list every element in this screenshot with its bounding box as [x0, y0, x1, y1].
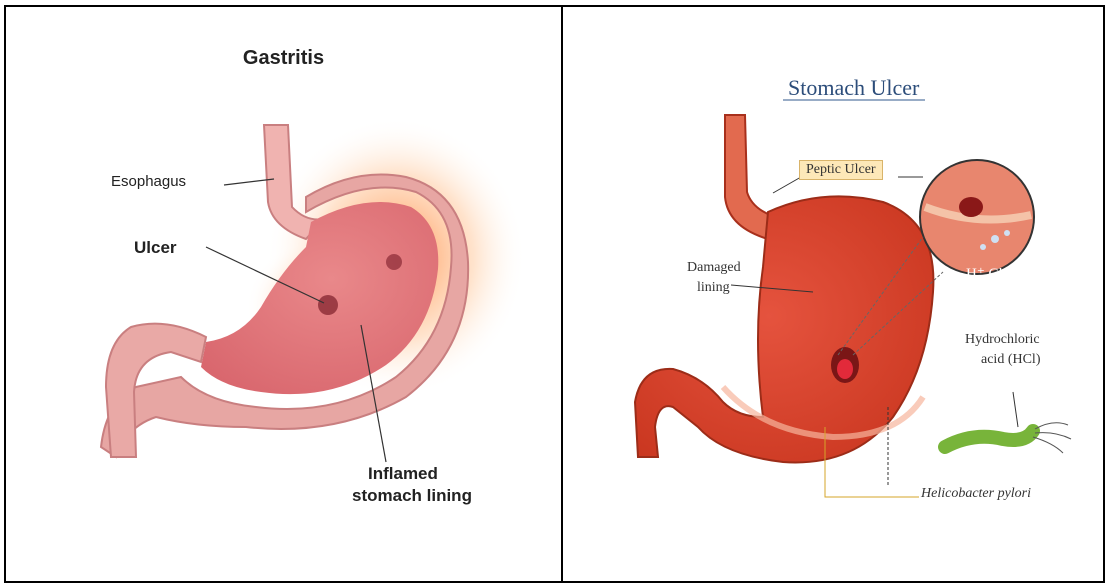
hcl-label-line1: Hydrochloric — [965, 331, 1040, 349]
damaged-label-line1: Damaged — [687, 259, 741, 277]
inflamed-label-line1: Inflamed — [368, 463, 438, 484]
ulcer-spot — [318, 295, 338, 315]
acid-bubble-2 — [1004, 230, 1010, 236]
gastritis-illustration — [6, 7, 561, 581]
gastritis-title: Gastritis — [6, 47, 561, 70]
inflamed-label-line2: stomach lining — [352, 485, 472, 506]
hcl-label-line2: acid (HCl) — [981, 351, 1040, 369]
ulcer-spot-2 — [386, 254, 402, 270]
peptic-leader — [773, 177, 801, 193]
esophagus-label: Esophagus — [111, 173, 186, 192]
helicobacter-bacterium — [945, 431, 1033, 447]
stomach-ulcer-title: Stomach Ulcer — [788, 75, 919, 101]
bacterium-flagella — [1033, 423, 1071, 453]
peptic-ulcer-label: Peptic Ulcer — [799, 160, 883, 180]
stomach-ulcer-panel: Stomach Ulcer Peptic Ulcer Damaged linin… — [561, 5, 1105, 583]
h-ion-label: H⁺ Cl⁻ — [966, 265, 1011, 284]
magnified-ulcer — [959, 197, 983, 217]
gastritis-panel: Gastritis Esophagus Ulcer Inflamed stoma… — [4, 5, 563, 583]
helicobacter-label: Helicobacter pylori — [921, 485, 1031, 503]
ulcer-crater-core — [837, 359, 853, 379]
damaged-label-line2: lining — [697, 279, 730, 297]
acid-bubble-3 — [980, 244, 986, 250]
ulcer-label: Ulcer — [134, 237, 177, 258]
acid-bubble — [991, 235, 999, 243]
hcl-leader — [1013, 392, 1018, 427]
stomach-body-right — [635, 196, 933, 462]
